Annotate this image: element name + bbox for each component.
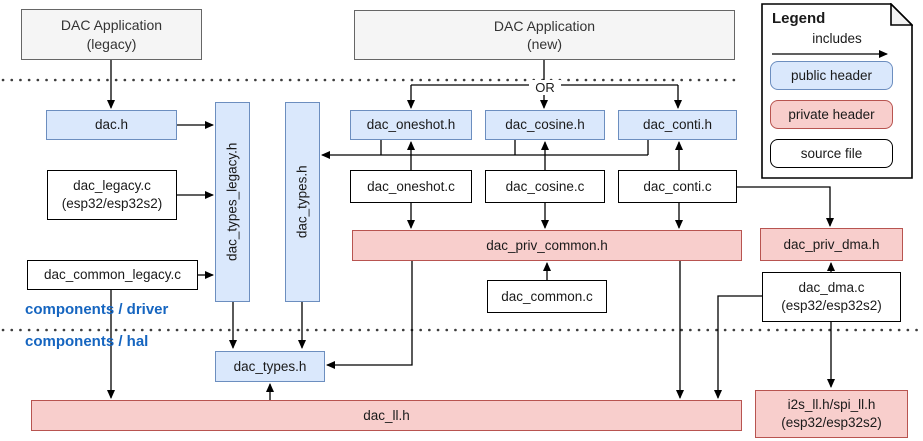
node-sublabel: (legacy) (86, 35, 137, 52)
node-label: dac_common_legacy.c (43, 267, 182, 283)
legend-item-label: public header (790, 68, 873, 83)
arrow-contic-to-privdma (737, 186, 834, 227)
node-dac-types-h-driver: dac_types.h (285, 102, 320, 302)
node-label: DAC Application (60, 17, 163, 34)
node-label: dac_cosine.c (505, 178, 585, 194)
legend-includes-label: includes (812, 31, 862, 46)
node-dac-application-new: DAC Application (new) (354, 10, 735, 60)
node-label: dac_cosine.h (505, 117, 585, 133)
legend-frame (761, 3, 913, 179)
node-sublabel: (esp32/esp32s2) (61, 196, 163, 211)
node-label: dac_conti.h (642, 117, 713, 133)
node-label: dac_ll.h (363, 407, 410, 423)
legend-item-label: source file (800, 146, 863, 161)
node-label: dac_conti.c (643, 178, 712, 194)
node-dac-common-c: dac_common.c (487, 280, 607, 313)
legend-swatch-source-file: source file (770, 139, 893, 168)
node-dac-priv-common-h: dac_priv_common.h (352, 230, 742, 261)
node-label: dac_types.h (233, 358, 307, 374)
legend-item-label: private header (788, 107, 875, 122)
legend-swatch-private-header: private header (770, 100, 893, 129)
node-dac-dma-c: dac_dma.c (esp32/esp32s2) (762, 272, 901, 322)
node-i2s-ll-spi-ll-h: i2s_ll.h/spi_ll.h (esp32/esp32s2) (755, 390, 908, 438)
node-dac-application-legacy: DAC Application (legacy) (21, 9, 202, 60)
node-sublabel: (new) (526, 36, 562, 52)
node-sublabel: (esp32/esp32s2) (781, 415, 882, 430)
node-dac-oneshot-c: dac_oneshot.c (350, 170, 472, 203)
node-label: DAC Application (493, 17, 596, 34)
node-label: dac_types.h (294, 165, 310, 239)
node-dac-ll-h: dac_ll.h (31, 400, 742, 431)
node-label: i2s_ll.h/spi_ll.h (787, 397, 876, 413)
node-label: dac_oneshot.c (367, 178, 455, 194)
arrow-privcommon-to-dactypeshal (326, 261, 413, 369)
node-dac-cosine-h: dac_cosine.h (485, 110, 605, 140)
node-dac-oneshot-h: dac_oneshot.h (350, 110, 472, 140)
legend-swatch-public-header: public header (770, 61, 893, 90)
node-dac-legacy-c: dac_legacy.c (esp32/esp32s2) (47, 170, 177, 220)
node-label: dac.h (94, 117, 129, 133)
node-label: dac_priv_dma.h (783, 236, 880, 252)
node-label: dac_legacy.c (73, 178, 151, 194)
node-label: dac_dma.c (798, 280, 865, 296)
node-sublabel: (esp32/esp32s2) (781, 298, 882, 313)
node-label: dac_priv_common.h (486, 237, 608, 253)
legend-title: Legend (772, 10, 826, 27)
or-junction-label: OR (529, 80, 561, 95)
node-dac-conti-c: dac_conti.c (618, 170, 737, 203)
node-dac-conti-h: dac_conti.h (618, 110, 737, 140)
node-dac-cosine-c: dac_cosine.c (485, 170, 605, 203)
legend: Legend includes public header private he… (761, 3, 913, 179)
node-dac-h: dac.h (46, 110, 177, 140)
node-label: dac_types_legacy.h (224, 142, 240, 262)
node-dac-common-legacy-c: dac_common_legacy.c (27, 260, 198, 290)
node-dac-types-h-hal: dac_types.h (215, 351, 325, 382)
node-label: dac_oneshot.h (366, 117, 456, 133)
section-label-components-driver: components / driver (25, 301, 169, 318)
legend-includes-arrow-icon (772, 50, 888, 58)
node-label: dac_common.c (501, 288, 593, 304)
arrow-dmac-to-dacll (714, 295, 762, 399)
section-label-components-hal: components / hal (25, 333, 149, 350)
node-dac-priv-dma-h: dac_priv_dma.h (760, 228, 903, 261)
node-dac-types-legacy-h: dac_types_legacy.h (215, 102, 250, 302)
